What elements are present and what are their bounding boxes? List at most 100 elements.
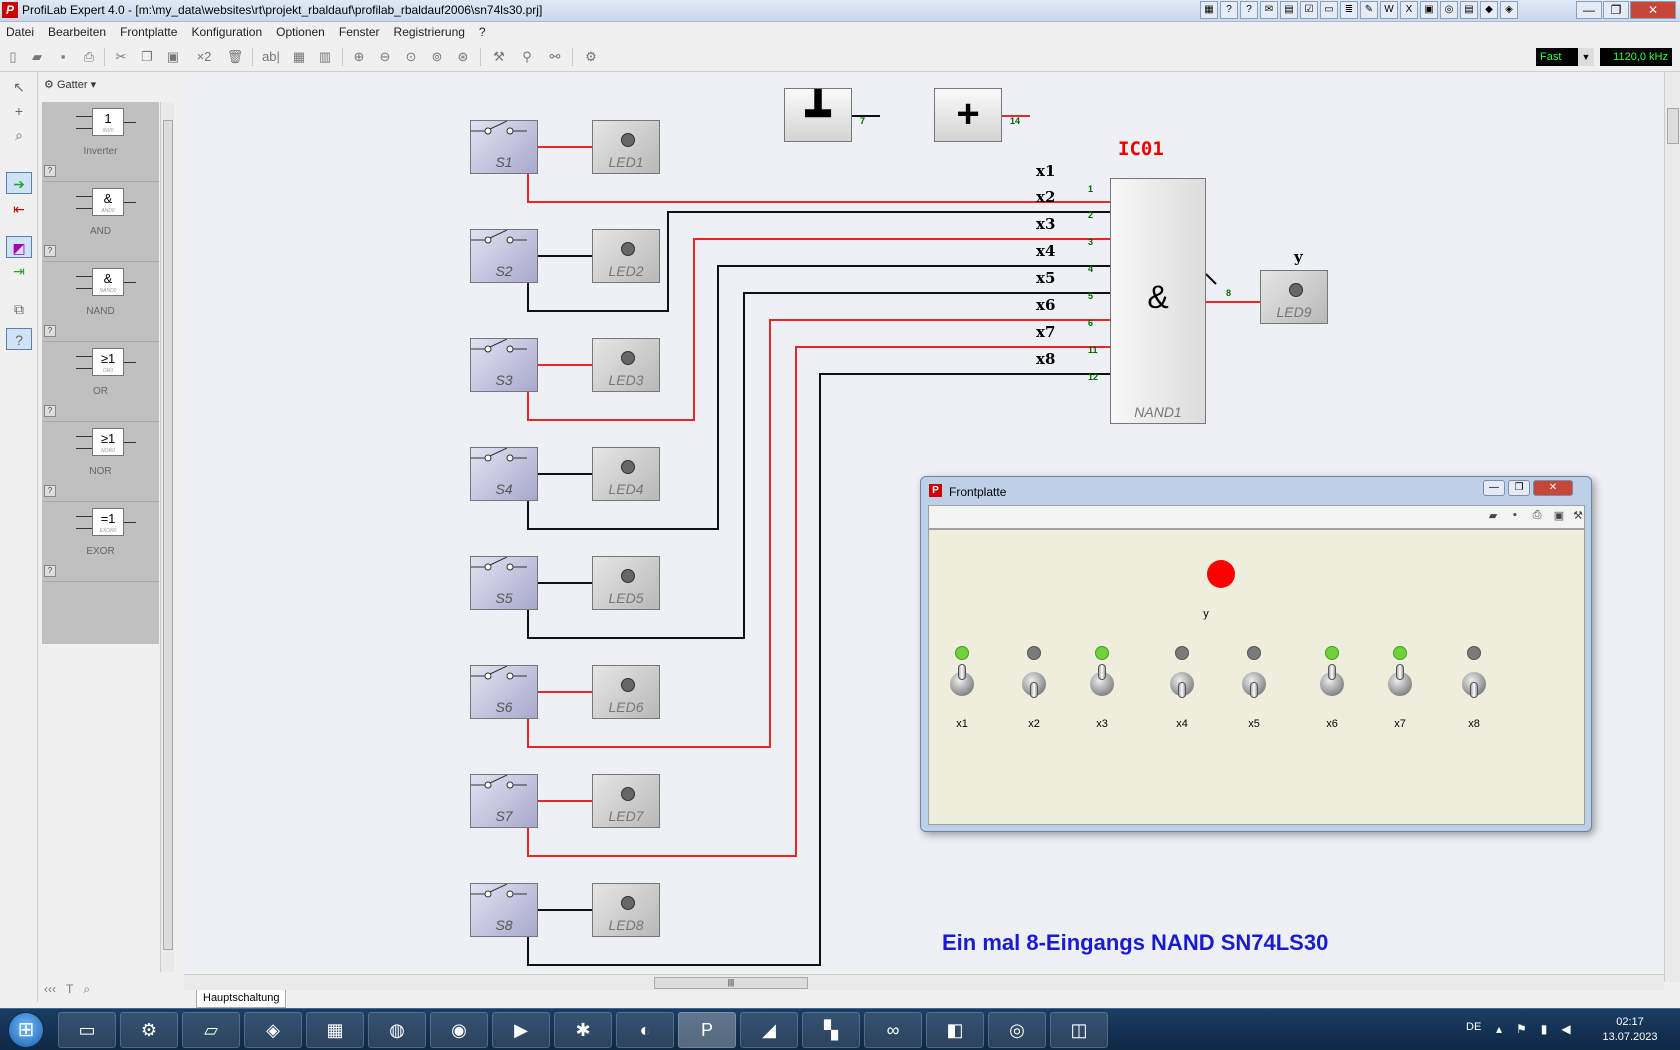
copy-icon[interactable]: ❐ <box>141 49 153 64</box>
calculator-task-icon[interactable]: ▦ <box>306 1012 364 1048</box>
menu-datei[interactable]: Datei <box>6 25 35 39</box>
sheet-tab-hauptschaltung[interactable]: Hauptschaltung <box>196 990 287 1008</box>
app-icon[interactable]: ◆ <box>1480 1 1498 19</box>
clock[interactable]: 02:17 13.07.2023 <box>1600 1015 1660 1045</box>
list-icon[interactable]: ≣ <box>1340 1 1358 19</box>
vcc-component[interactable]: + <box>934 88 1002 142</box>
volume-icon[interactable]: ◀ <box>1561 1022 1571 1036</box>
switch-component[interactable]: S3 <box>470 338 538 392</box>
open-folder-icon[interactable]: ▰ <box>32 49 42 64</box>
menu-konfiguration[interactable]: Konfiguration <box>191 25 263 39</box>
clipboard-icon[interactable]: ▣ <box>1553 510 1565 522</box>
tool-task-icon[interactable]: ◈ <box>244 1012 302 1048</box>
settings-gear-icon[interactable]: ⚙ <box>585 49 597 64</box>
menu-fenster[interactable]: Fenster <box>338 25 380 39</box>
explorer-task-icon[interactable]: ▭ <box>58 1012 116 1048</box>
minimize-button[interactable]: — <box>1576 1 1602 19</box>
lo-hi-toggle-icon[interactable]: ◩ <box>6 236 32 258</box>
app-icon[interactable]: ◈ <box>1500 1 1518 19</box>
toggle-switch[interactable] <box>1461 664 1487 700</box>
toggle-switch[interactable] <box>1021 664 1047 700</box>
columns-icon[interactable]: ▥ <box>318 49 332 64</box>
zoom-out-icon[interactable]: ⊖ <box>379 49 391 64</box>
toggle-switch[interactable] <box>1089 664 1115 700</box>
toggle-switch[interactable] <box>1169 664 1195 700</box>
switch-component[interactable]: S2 <box>470 229 538 283</box>
word-icon[interactable]: W <box>1380 1 1398 19</box>
menu-optionen[interactable]: Optionen <box>276 25 325 39</box>
crosshair-icon[interactable]: + <box>14 103 24 119</box>
profilab-task-icon[interactable]: P <box>678 1012 736 1048</box>
help-icon[interactable]: ? <box>44 565 56 577</box>
app-icon[interactable]: ▦ <box>1200 1 1218 19</box>
canvas-horizontal-scrollbar[interactable]: ||| <box>184 974 1664 990</box>
fp-minimize-button[interactable]: — <box>1483 480 1505 496</box>
mail-icon[interactable]: ✉ <box>1260 1 1278 19</box>
language-indicator[interactable]: DE <box>1466 1021 1482 1033</box>
help-icon[interactable]: ? <box>44 245 56 257</box>
switch-component[interactable]: S8 <box>470 883 538 937</box>
network-icon[interactable]: ▮ <box>1540 1022 1548 1036</box>
open-folder-icon[interactable]: ▰ <box>1488 510 1498 522</box>
paint-task-icon[interactable]: ◐ <box>616 1012 674 1048</box>
pointer-icon[interactable]: ↖ <box>13 79 25 95</box>
text-icon[interactable]: T <box>66 982 74 996</box>
restore-button[interactable]: ❐ <box>1603 1 1629 19</box>
collapse-icon[interactable]: ‹‹‹ <box>44 982 56 996</box>
switch-component[interactable]: S5 <box>470 556 538 610</box>
step-icon[interactable]: ⇥ <box>13 263 25 279</box>
close-button[interactable]: ✕ <box>1630 1 1676 19</box>
binoculars-icon[interactable]: ⌕ <box>83 982 91 996</box>
paste-icon[interactable]: ▣ <box>166 49 180 64</box>
new-file-icon[interactable]: ▯ <box>9 49 17 64</box>
switch-component[interactable]: S1 <box>470 120 538 174</box>
help-icon[interactable]: ? <box>44 165 56 177</box>
delete-icon[interactable]: 🗑︎ <box>226 49 244 64</box>
fp-close-button[interactable]: ✕ <box>1533 480 1573 496</box>
switch-component[interactable]: S4 <box>470 447 538 501</box>
help-icon[interactable]: ? <box>1240 1 1258 19</box>
zoom-fit-icon[interactable]: ⊙ <box>405 49 417 64</box>
print-icon[interactable]: ⎙ <box>83 49 95 64</box>
probe-icon[interactable]: ⚯ <box>549 49 561 64</box>
show-hidden-icon[interactable]: ▴ <box>1496 1022 1503 1036</box>
media-task-icon[interactable]: ▶ <box>492 1012 550 1048</box>
nand-gate-component[interactable]: & NAND1 <box>1110 178 1206 424</box>
zoom-in-icon[interactable]: ⊕ <box>353 49 365 64</box>
text-tool-icon[interactable]: ab| <box>262 49 280 64</box>
tools-icon[interactable]: ⚒ <box>493 49 505 64</box>
fp-restore-button[interactable]: ❐ <box>1508 480 1530 496</box>
print-icon[interactable]: ⎙ <box>1532 509 1542 521</box>
help-icon[interactable]: ? <box>44 405 56 417</box>
app-icon[interactable]: ▤ <box>1460 1 1478 19</box>
save-icon[interactable]: ▪ <box>1513 509 1517 521</box>
led-component[interactable]: LED8 <box>592 883 660 937</box>
tools-icon[interactable]: ⚒ <box>1573 510 1583 522</box>
app-task-icon[interactable]: ◎ <box>988 1012 1046 1048</box>
app-icon[interactable]: ◎ <box>1440 1 1458 19</box>
notebook-task-icon[interactable]: ▱ <box>182 1012 240 1048</box>
ground-component[interactable]: ┻ <box>784 88 852 142</box>
chart-task-icon[interactable]: ◢ <box>740 1012 798 1048</box>
zoom-icon[interactable]: ⊛ <box>457 49 469 64</box>
menu-registrierung[interactable]: Registrierung <box>393 25 465 39</box>
window-switch-icon[interactable]: ⧉ <box>14 301 24 317</box>
chrome-task-icon[interactable]: ◉ <box>430 1012 488 1048</box>
led-component[interactable]: LED1 <box>592 120 660 174</box>
magnifier-icon[interactable]: ⌕ <box>15 127 23 143</box>
app-task-icon[interactable]: ◫ <box>1050 1012 1108 1048</box>
app-task-icon[interactable]: ▚ <box>802 1012 860 1048</box>
gear-task-icon[interactable]: ⚙ <box>120 1012 178 1048</box>
led9-component[interactable]: LED9 <box>1260 270 1328 324</box>
stop-simulation-icon[interactable]: ⇤ <box>13 201 25 217</box>
led-component[interactable]: LED3 <box>592 338 660 392</box>
flag-icon[interactable]: ⚑ <box>1516 1022 1527 1036</box>
help-icon[interactable]: ? <box>44 485 56 497</box>
led-component[interactable]: LED4 <box>592 447 660 501</box>
led-component[interactable]: LED7 <box>592 774 660 828</box>
start-button[interactable] <box>8 1012 44 1048</box>
